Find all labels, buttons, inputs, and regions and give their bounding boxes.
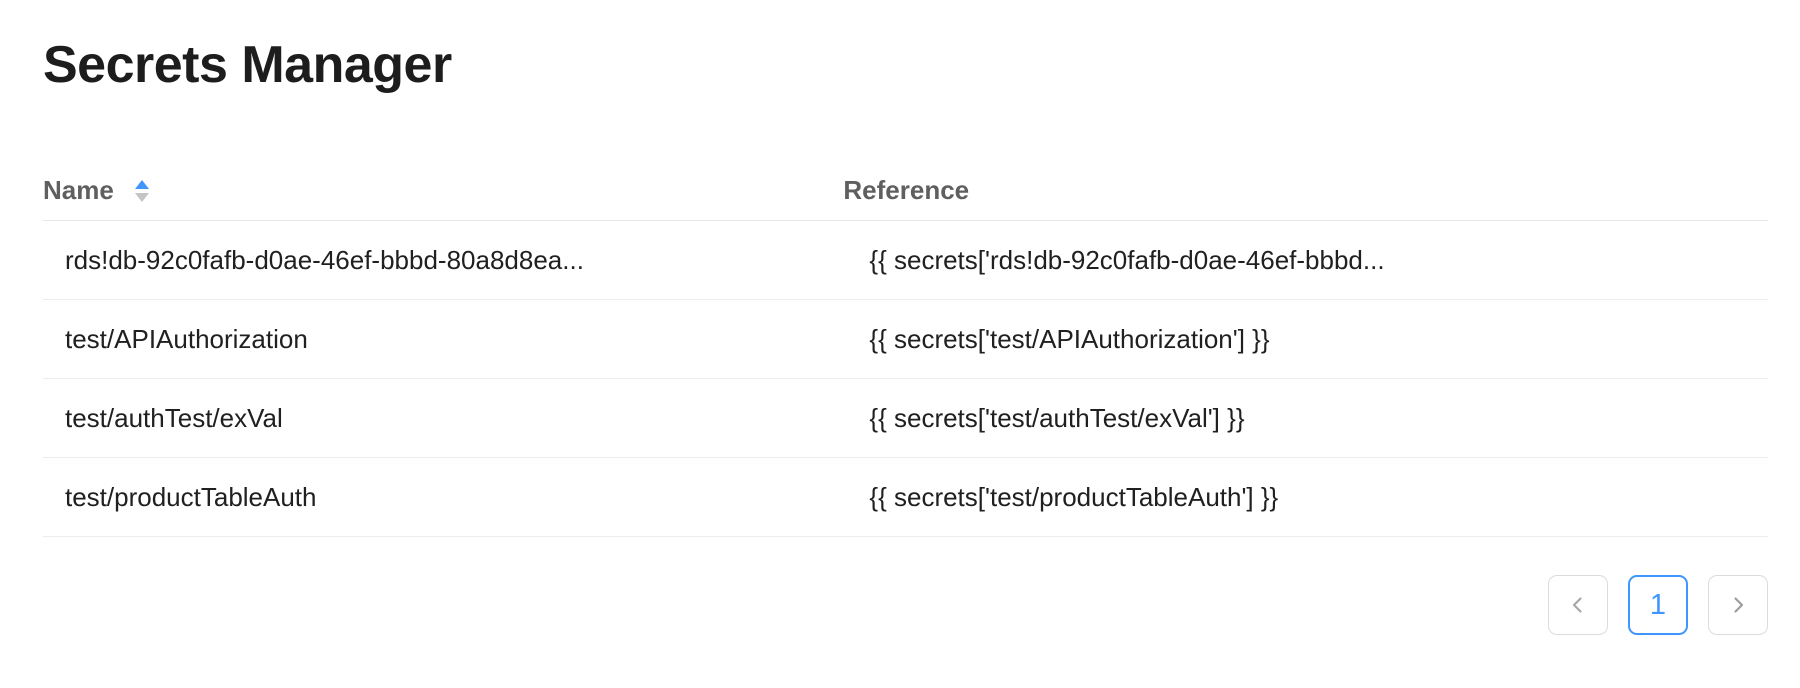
secret-name-cell: test/authTest/exVal — [65, 403, 283, 433]
chevron-left-icon — [1568, 595, 1588, 615]
previous-page-button[interactable] — [1548, 575, 1608, 635]
column-header-name-label: Name — [43, 175, 114, 205]
next-page-button[interactable] — [1708, 575, 1768, 635]
sort-descending-icon — [134, 193, 149, 202]
chevron-right-icon — [1728, 595, 1748, 615]
secret-reference-cell: {{ secrets['test/productTableAuth'] }} — [869, 482, 1279, 512]
secret-name-cell: test/APIAuthorization — [65, 324, 308, 354]
page-title: Secrets Manager — [43, 36, 452, 94]
secrets-table: Name Reference rds!db-92c0fafb-d0ae-46ef… — [43, 175, 1768, 537]
secret-reference-cell: {{ secrets['rds!db-92c0fafb-d0ae-46ef-bb… — [869, 245, 1385, 275]
secret-reference-cell: {{ secrets['test/APIAuthorization'] }} — [869, 324, 1270, 354]
column-header-name[interactable]: Name — [43, 175, 843, 205]
page-1-button[interactable]: 1 — [1628, 575, 1688, 635]
table-row[interactable]: test/authTest/exVal {{ secrets['test/aut… — [43, 379, 1768, 458]
secret-reference-cell: {{ secrets['test/authTest/exVal'] }} — [869, 403, 1245, 433]
sort-ascending-icon — [134, 180, 149, 189]
table-row[interactable]: rds!db-92c0fafb-d0ae-46ef-bbbd-80a8d8ea.… — [43, 221, 1768, 300]
column-header-reference-label: Reference — [843, 175, 970, 205]
table-header-row: Name Reference — [43, 175, 1768, 221]
sort-icon[interactable] — [134, 178, 149, 202]
secrets-manager-page: Secrets Manager Name Reference rds!db-92… — [0, 34, 1800, 688]
table-row[interactable]: test/APIAuthorization {{ secrets['test/A… — [43, 300, 1768, 379]
column-header-reference: Reference — [843, 175, 1768, 205]
table-row[interactable]: test/productTableAuth {{ secrets['test/p… — [43, 458, 1768, 537]
secret-name-cell: test/productTableAuth — [65, 482, 317, 512]
secret-name-cell: rds!db-92c0fafb-d0ae-46ef-bbbd-80a8d8ea.… — [65, 245, 584, 275]
pagination: 1 — [43, 575, 1768, 635]
